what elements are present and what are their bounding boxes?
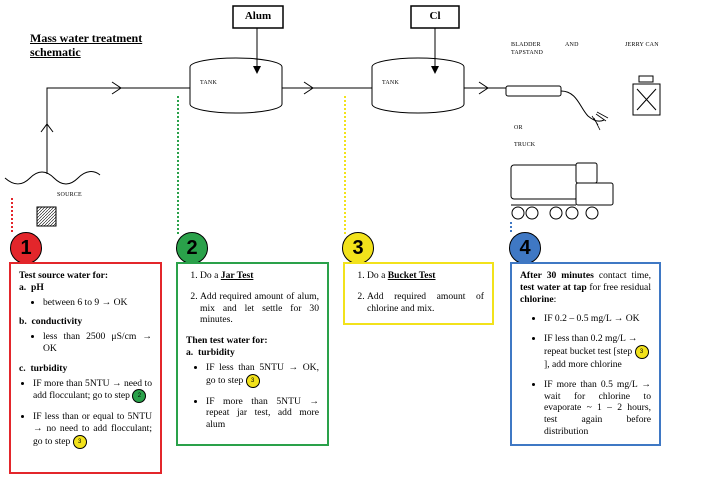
step-4-circle: 4 [509,232,541,264]
step-1-circle: 1 [10,232,42,264]
chlorine-high-rule: IF more than 0.5 mg/L → wait for chlorin… [544,379,651,438]
jar-test-step: Do a Jar Test [200,270,319,282]
tapstand-hose [560,90,605,122]
panel-step-3: Do a Bucket Test Add required amount of … [343,262,494,325]
tapstand-spray [591,111,609,131]
and-label: AND [565,42,579,48]
ph-criteria: between 6 to 9 → OK [43,297,152,309]
turbidity-heading: c. turbidity [19,362,68,374]
truck-icon [510,162,614,220]
panel-step-1: Test source water for: a. pH between 6 t… [9,262,162,474]
panel-step-4: After 30 minutes contact time, test wate… [510,262,661,446]
intake-pipe [46,87,190,174]
source-water-wave [4,171,101,185]
step-3-mini-circle: 3 [245,373,260,388]
panel-2-turbidity-heading: a. turbidity [186,346,235,358]
step-3-mini-circle: 3 [634,344,649,359]
add-alum-step: Add required amount of alum, mix and let… [200,291,319,326]
then-test-heading: Then test water for: [186,335,268,347]
flow-arrow-right-1 [111,81,122,95]
or-label: OR [514,125,523,131]
bladder-icon [505,85,562,97]
step-3-mini-circle: 3 [72,434,87,449]
turbidity-high-rule: IF more than 5NTU → need to add floccula… [33,378,152,404]
conductivity-heading: b. conductivity [19,316,83,328]
source-intake-block [36,206,57,227]
panel-2-turbidity-repeat: IF more than 5NTU → repeat jar test, add… [206,396,319,431]
tank-2-body [371,67,465,114]
panel-2-turbidity-ok: IF less than 5NTU → OK, go to step 3 [206,362,319,388]
flow-arrow-right-2 [303,81,314,95]
flow-arrow-up [40,123,54,133]
conductivity-criteria: less than 2500 μS/cm → OK [43,331,152,355]
turbidity-low-rule: IF less than or equal to 5NTU → no need … [33,411,152,449]
alum-box [232,5,284,29]
tank-2-label: TANK [382,80,399,86]
panel-4-intro: After 30 minutes contact time, test wate… [520,270,651,305]
chlorine-ok-rule: IF 0.2 – 0.5 mg/L → OK [544,313,651,325]
source-label: SOURCE [57,192,82,198]
ph-heading: a. pH [19,281,44,293]
bucket-test-step: Do a Bucket Test [367,270,484,282]
panel-1-heading: Test source water for: [19,270,109,281]
page-title: Mass water treatment schematic [30,31,143,59]
truck-label: TRUCK [514,142,536,148]
bladder-label: BLADDER [511,42,541,48]
cl-label: Cl [429,10,441,22]
jerry-can-label: JERRY CAN [625,42,659,48]
tapstand-label: TAPSTAND [511,50,543,56]
flow-arrow-right-3 [478,81,489,95]
chlorine-low-rule: IF less than 0.2 mg/L → repeat bucket te… [544,333,651,371]
tank-1-label: TANK [200,80,217,86]
step-3-circle: 3 [342,232,374,264]
add-chlorine-step: Add required amount of chlorine and mix. [367,291,484,315]
panel-step-2: Do a Jar Test Add required amount of alu… [176,262,329,446]
alum-label: Alum [244,10,272,22]
tank-1-body [189,67,283,114]
step-2-mini-circle: 2 [132,389,147,404]
step-2-circle: 2 [176,232,208,264]
